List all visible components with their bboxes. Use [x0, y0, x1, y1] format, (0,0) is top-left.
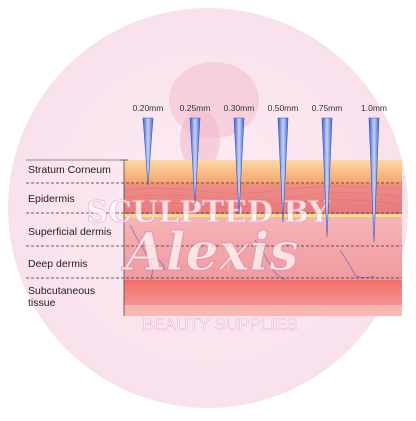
needle-label-2: 0.25mm — [179, 103, 211, 113]
needle-label-3: 0.30mm — [223, 103, 255, 113]
needle-4 — [277, 117, 289, 223]
needle-2 — [189, 117, 201, 205]
label-epidermis: Epidermis — [28, 193, 75, 205]
label-deep-dermis: Deep dermis — [28, 258, 88, 270]
watermark-figure-body — [180, 110, 220, 170]
blood-vessels — [129, 224, 376, 281]
basal-layer — [124, 214, 402, 217]
epidermis-texture — [123, 186, 403, 208]
needle-6 — [368, 117, 380, 243]
needle-1 — [142, 117, 154, 186]
subcutaneous-lower-band — [124, 305, 402, 316]
watermark-script-text: Alexis — [120, 222, 298, 283]
nerve-fibers — [224, 249, 241, 273]
watermark-top-text: SCULPTED BY — [86, 195, 330, 230]
stratum-corneum-layer — [124, 160, 402, 184]
layer-boundaries — [26, 182, 402, 279]
label-subcutaneous-line1: Subcutaneous — [28, 285, 96, 297]
needle-label-1: 0.20mm — [132, 103, 164, 113]
watermark-bottom-text: BEAUTY SUPPLIES — [142, 315, 298, 334]
dermis-layer — [124, 217, 402, 280]
epidermis-layer — [124, 184, 402, 214]
label-subcutaneous-line2: tissue — [28, 297, 56, 309]
needle-5 — [321, 117, 333, 238]
needle-label-4: 0.50mm — [267, 103, 299, 113]
label-stratum-corneum: Stratum Corneum — [28, 164, 111, 176]
label-subcutaneous-tissue: Subcutaneous tissue — [28, 285, 95, 309]
needle-3 — [233, 117, 245, 215]
needle-label-5: 0.75mm — [311, 103, 343, 113]
needles — [142, 117, 380, 243]
label-superficial-dermis: Superficial dermis — [28, 226, 112, 238]
needle-label-6: 1.0mm — [361, 103, 387, 113]
